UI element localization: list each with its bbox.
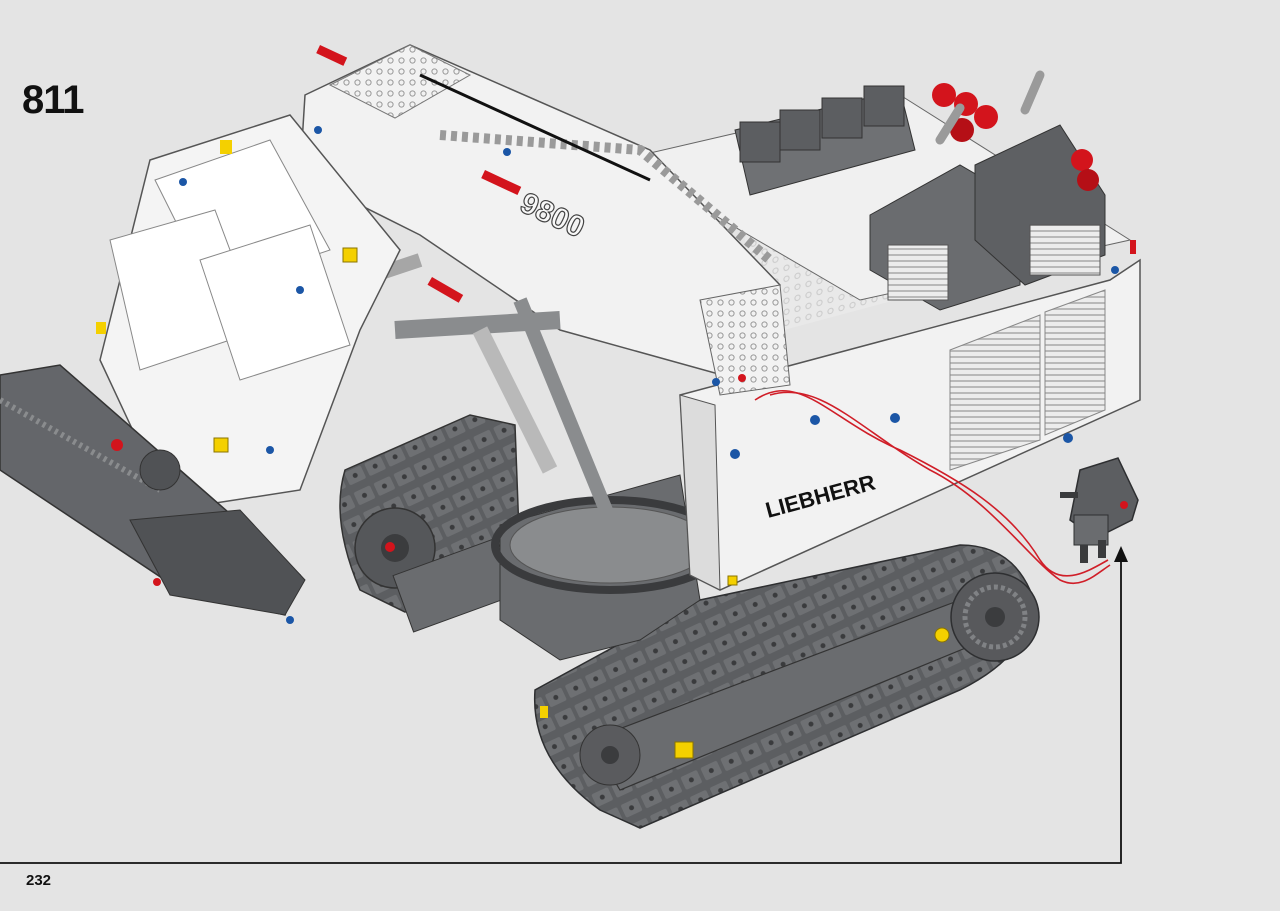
hydraulic-cylinders: [297, 253, 617, 523]
undercarriage: [491, 474, 729, 661]
loose-part: [1060, 457, 1139, 563]
page-number: 232: [26, 872, 52, 889]
red-cable: [754, 389, 1111, 585]
step-number: 811: [22, 78, 85, 122]
engine-deck: [618, 70, 1132, 311]
pins: [153, 126, 1136, 624]
callout-arrow: [0, 546, 1128, 864]
rear-crawler-track: [339, 414, 521, 633]
front-crawler-track: [533, 544, 1040, 829]
stick-and-bucket: [0, 114, 401, 616]
